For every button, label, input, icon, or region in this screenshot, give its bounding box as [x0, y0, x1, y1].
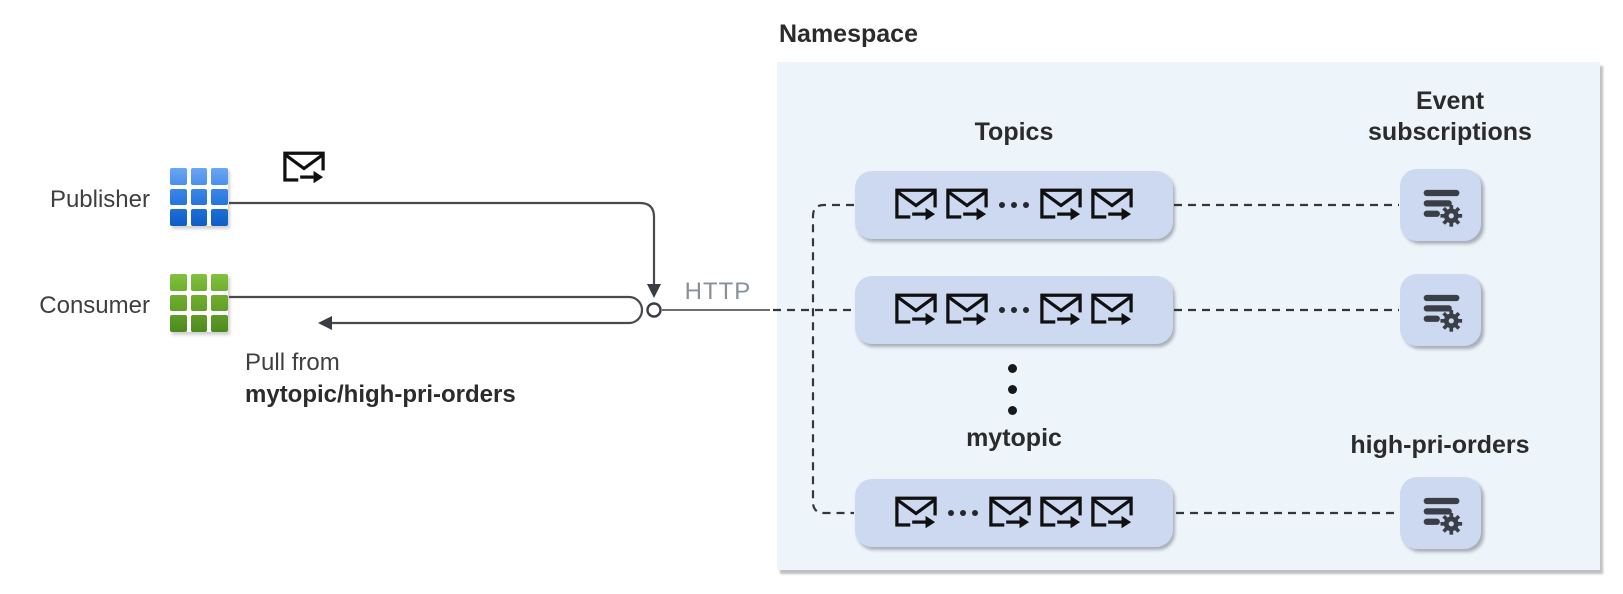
envelope-send-icon	[1091, 188, 1133, 223]
envelope-send-icon	[1040, 293, 1082, 328]
pull-from-line2: mytopic/high-pri-orders	[245, 381, 516, 408]
envelope-send-icon	[895, 188, 937, 223]
envelope-send-icon	[1091, 293, 1133, 328]
consumer-pull-line	[229, 295, 644, 325]
pull-from-caption: Pull from mytopic/high-pri-orders	[245, 347, 516, 411]
http-label: HTTP	[684, 278, 752, 305]
envelope-send-icon	[946, 293, 988, 328]
filter-gear-icon	[1415, 179, 1467, 231]
topics-heading: Topics	[974, 118, 1054, 146]
consumer-label: Consumer	[39, 292, 150, 319]
publisher-app-icon	[170, 168, 228, 226]
topic-row-mytopic	[855, 479, 1173, 547]
envelope-send-icon	[946, 188, 988, 223]
publisher-label: Publisher	[49, 186, 150, 213]
ellipsis-horizontal-icon	[948, 510, 978, 516]
envelope-send-icon	[1040, 188, 1082, 223]
message-envelope-icon	[283, 150, 325, 192]
envelope-send-icon	[989, 496, 1031, 531]
envelope-send-icon	[1040, 496, 1082, 531]
event-subscriptions-heading: Event subscriptions	[1368, 87, 1532, 146]
http-endpoint-circle-icon	[646, 302, 662, 318]
consumer-app-icon	[170, 274, 228, 332]
consumer-arrowhead-icon	[318, 316, 332, 330]
namespace-title: Namespace	[779, 20, 918, 48]
topic-row-1	[855, 171, 1173, 239]
event-subscription-box-high-pri-orders	[1400, 477, 1481, 549]
publisher-arrowhead-icon	[647, 284, 661, 298]
filter-gear-icon	[1415, 487, 1467, 539]
high-pri-orders-label: high-pri-orders	[1350, 431, 1530, 459]
mytopic-label: mytopic	[966, 424, 1062, 452]
envelope-send-icon	[895, 293, 937, 328]
filter-gear-icon	[1415, 284, 1467, 336]
envelope-send-icon	[1091, 496, 1133, 531]
ellipsis-horizontal-icon	[999, 202, 1029, 208]
event-subscription-box-2	[1400, 274, 1481, 346]
ellipsis-vertical-icon	[1008, 364, 1017, 415]
ellipsis-horizontal-icon	[999, 307, 1029, 313]
pull-from-line1: Pull from	[245, 349, 340, 376]
topic-row-2	[855, 276, 1173, 344]
envelope-send-icon	[895, 496, 937, 531]
publisher-push-line	[229, 201, 656, 285]
event-subscription-box-1	[1400, 169, 1481, 241]
